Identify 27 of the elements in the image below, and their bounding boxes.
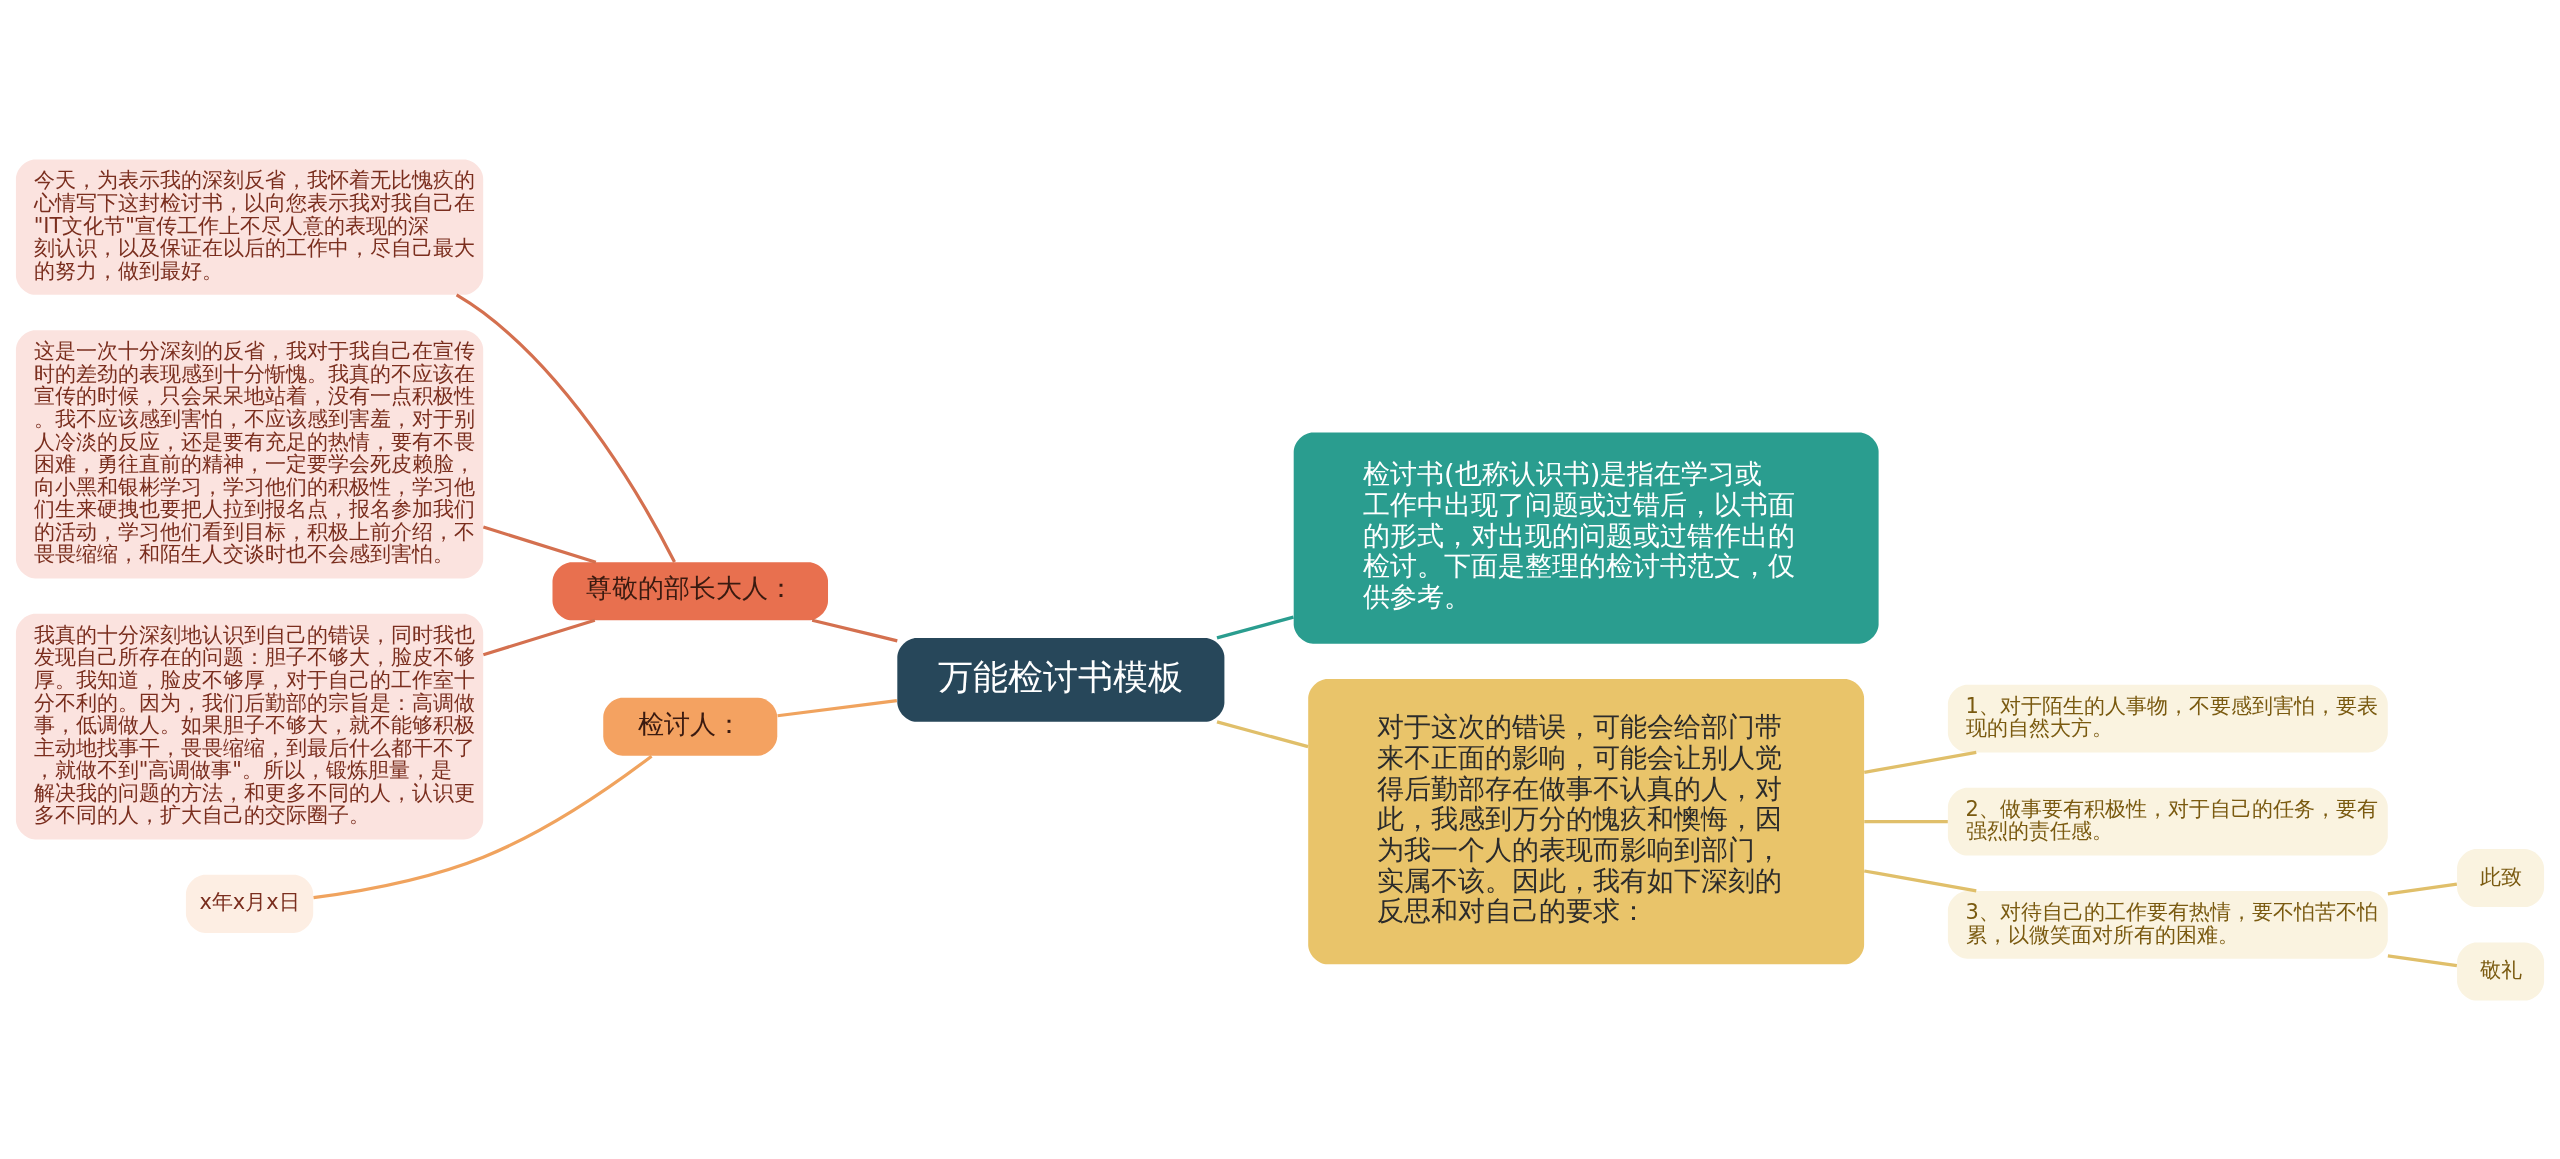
node-box: 万能检讨书模板 bbox=[897, 637, 1225, 722]
node-box: 检讨书(也称认识书)是指在学习或工作中出现了问题或过错后，以书面的形式，对出现的问题或过错作出的检讨。下面是整理的检讨书范文，仅供参考。 bbox=[1293, 432, 1879, 644]
connector bbox=[2387, 953, 2458, 967]
node-box: 2、做事要有积极性，对于自己的任务，要有强烈的责任感。 bbox=[1947, 787, 2388, 856]
connector bbox=[313, 754, 653, 899]
connector bbox=[455, 292, 676, 563]
node-box: 对于这次的错误，可能会给部门带来不正面的影响，可能会让别人觉得后勤部存在做事不认真的人，对此，我感到万分的愧疚和懊悔，因为我一个人的表现而影响到部门，实属不该。因此，我有如下深刻的反思和对自己的要求： bbox=[1308, 678, 1865, 964]
connector bbox=[1864, 868, 1977, 893]
node-box: 今天，为表示我的深刻反省，我怀着无比愧疚的心情写下这封检讨书，以向您表示我对我自己在"IT文化节"宣传工作上不尽人意的表现的深刻认识，以及保证在以后的工作中，尽自己最大的努力，做到最好。 bbox=[15, 158, 484, 295]
connector bbox=[1864, 819, 1948, 823]
node-box: 这是一次十分深刻的反省，我对于我自己在宣传时的差劲的表现感到十分惭愧。我真的不应该在宣传的时候，只会呆呆地站着，没有一点积极性。我不应该感到害怕，不应该感到害羞，对于别人冷淡的反应，还是要有充足的热情，要有不畏困难，勇往直前的精神，一定要学会死皮赖脸，向小黑和银彬学习，学习他们的积极性，学习他们生来硬拽也要把人拉到报名点，报名参加我们的活动，学习他们看到目标，积极上前介绍，不畏畏缩缩，和陌生人交谈时也不会感到害怕。 bbox=[15, 329, 484, 578]
connector bbox=[1864, 750, 1977, 774]
connector bbox=[1216, 615, 1294, 639]
node-box: 此致 bbox=[2457, 848, 2545, 907]
node-box: 1、对于陌生的人事物，不要感到害怕，要表现的自然大方。 bbox=[1947, 684, 2388, 752]
node-box: 检讨人： bbox=[603, 697, 778, 756]
connector bbox=[2387, 881, 2458, 895]
node-box: 敬礼 bbox=[2457, 942, 2545, 1001]
node-box: 3、对待自己的工作要有热情，要不怕苦不怕累，以微笑面对所有的困难。 bbox=[1947, 890, 2388, 959]
connector bbox=[482, 618, 596, 656]
connector bbox=[482, 524, 597, 564]
node-box: 尊敬的部长大人： bbox=[552, 561, 828, 620]
node-box: 我真的十分深刻地认识到自己的错误，同时我也发现自己所存在的问题：胆子不够大，脸皮不够厚。我知道，脸皮不够厚，对于自己的工作室十分不利的。因为，我们后勤部的宗旨是：高调做事，低调做人。如果胆子不够大，就不能够积极主动地找事干，畏畏缩缩，到最后什么都干不了，就做不到"高调做事"。所以，锻炼胆量，是解决我的问题的方法，和更多不同的人，认识更多不同的人，扩大自己的交际圈子。 bbox=[15, 613, 484, 839]
connector bbox=[1216, 719, 1309, 748]
connector bbox=[811, 618, 898, 642]
node-box: x年x月x日 bbox=[185, 874, 314, 933]
connector bbox=[777, 698, 898, 717]
